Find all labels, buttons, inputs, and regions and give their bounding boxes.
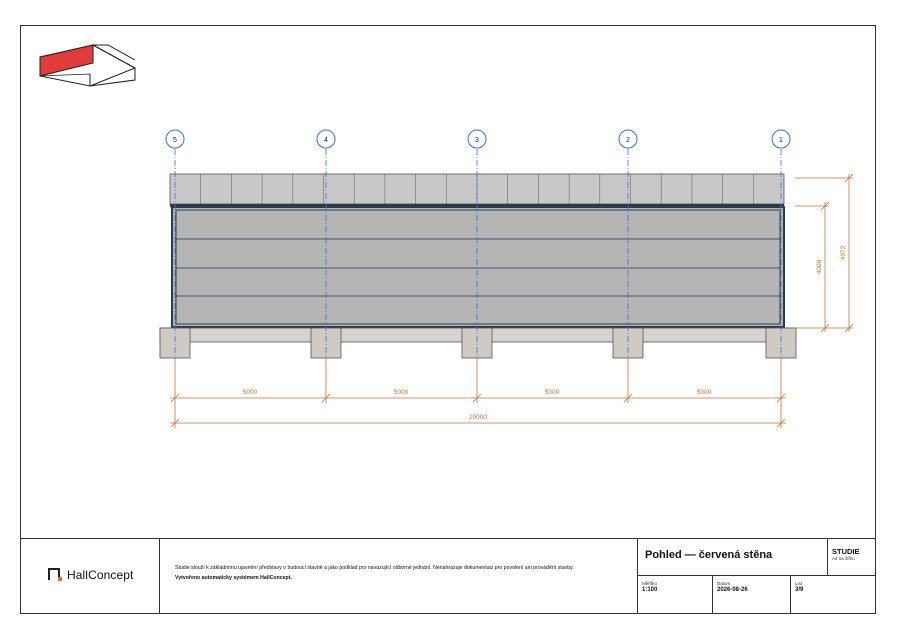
sheet-number: 3/9 xyxy=(795,587,804,593)
company-name: HallConcept xyxy=(67,568,134,582)
status-cell: STUDIE A4 na šířku xyxy=(828,539,876,575)
date-label: Datum xyxy=(717,581,731,586)
study-description: Studie slouží k základnímu ujasnění před… xyxy=(175,565,635,581)
date-cell: Datum 2026-08-26 xyxy=(713,576,791,614)
sheet-title-cell: Pohled — červená stěna xyxy=(637,539,828,575)
footing xyxy=(765,327,797,359)
axis-bubble-2 xyxy=(618,129,638,149)
axis-label-5: 5 xyxy=(173,137,177,144)
span-dimension-1: 5000 xyxy=(243,389,258,396)
scale-cell: Měřítko 1:100 xyxy=(638,576,713,614)
total-height-dimension: 4972 xyxy=(840,245,847,260)
date-value: 2026-08-26 xyxy=(717,587,748,593)
hallconcept-logo-icon xyxy=(48,568,60,580)
vertical-dimensions xyxy=(795,173,854,333)
axis-bubble-1 xyxy=(771,129,791,149)
description-text: Studie slouží k základnímu ujasnění před… xyxy=(175,565,574,571)
sheet-title: Pohled — červená stěna xyxy=(645,549,773,561)
logo-accent xyxy=(58,577,62,581)
sheet-label: List xyxy=(795,581,803,586)
footing xyxy=(461,327,493,359)
footing xyxy=(612,327,644,359)
building-key-plan-icon xyxy=(39,44,137,87)
axis-label-1: 1 xyxy=(779,137,783,144)
grid-axes: 5 4 3 2 1 xyxy=(165,129,791,358)
title-block: HallConcept Studie slouží k základnímu u… xyxy=(20,538,876,614)
horizontal-dimensions xyxy=(170,357,786,428)
status-label: STUDIE xyxy=(832,547,860,556)
footing xyxy=(310,327,342,359)
generated-note: Vytvořeno automaticky systémem HallConce… xyxy=(175,575,292,582)
axis-bubble-4 xyxy=(316,129,336,149)
axis-bubble-3 xyxy=(467,129,487,149)
footing xyxy=(159,327,191,359)
span-dimension-3: 5000 xyxy=(545,389,560,396)
span-dimension-4: 5000 xyxy=(697,389,712,396)
company-logo: HallConcept xyxy=(20,539,160,614)
roof-seams xyxy=(200,174,754,204)
wall-panel-area xyxy=(175,209,781,325)
highlighted-wall xyxy=(39,44,94,77)
axis-bubble-5 xyxy=(165,129,185,149)
title-block-details: Měřítko 1:100 Datum 2026-08-26 List 3/9 xyxy=(637,575,876,614)
axis-label-3: 3 xyxy=(475,137,479,144)
scale-value: 1:100 xyxy=(642,587,658,593)
scale-label: Měřítko xyxy=(642,581,658,586)
axis-label-2: 2 xyxy=(626,137,630,144)
total-length-dimension: 20000 xyxy=(469,414,487,421)
paper-format: A4 na šířku xyxy=(832,556,855,561)
sheet-cell: List 3/9 xyxy=(791,576,877,614)
wall-height-dimension: 4000 xyxy=(816,259,823,274)
axis-label-4: 4 xyxy=(324,137,328,144)
span-dimension-2: 5000 xyxy=(394,389,409,396)
